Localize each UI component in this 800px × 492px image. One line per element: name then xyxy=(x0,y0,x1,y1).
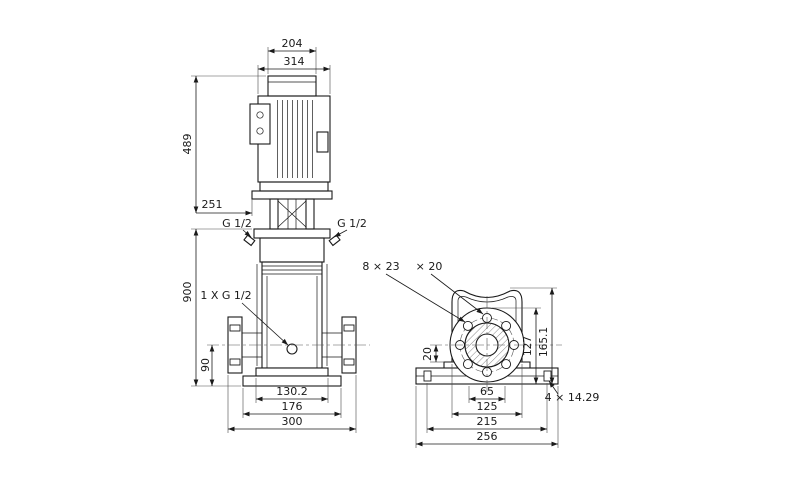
dim-314-label: 314 xyxy=(284,55,305,68)
dim-65-label: 65 xyxy=(480,385,494,398)
plug-right-label: G 1/2 xyxy=(337,217,367,230)
front-dimensions: 204 314 489 251 G 1/2 G 1/2 900 1 X G 1 xyxy=(181,37,367,433)
flange-hatch xyxy=(465,323,509,367)
foot-hole-right xyxy=(543,370,552,382)
pump-base-front xyxy=(242,367,342,387)
terminal-bolt xyxy=(256,111,264,119)
bolt-hole xyxy=(501,359,512,370)
dim-20-label: 20 xyxy=(421,347,434,361)
dim-176-label: 176 xyxy=(282,400,303,413)
staybolts xyxy=(256,264,328,366)
dim-127-label: 127 xyxy=(522,336,534,356)
dim-900-label: 900 xyxy=(181,282,194,303)
motor-fins xyxy=(274,100,314,178)
dim-165-label: 165.1 xyxy=(538,327,550,357)
dim-300-label: 300 xyxy=(282,415,303,428)
pump-head xyxy=(243,228,341,263)
drain-port xyxy=(286,343,298,355)
vent-plug-left xyxy=(243,234,256,247)
plug-left-label: G 1/2 xyxy=(222,217,252,230)
chamber-stack xyxy=(256,261,328,369)
bolt-holes-label: 8 × 23 xyxy=(362,260,399,273)
fan-cover xyxy=(267,75,317,97)
dim-125-label: 125 xyxy=(477,400,498,413)
stool-plate xyxy=(251,190,333,200)
motor-flange xyxy=(259,181,329,192)
dim-251-label: 251 xyxy=(202,198,223,211)
bolt-hole xyxy=(462,320,473,331)
foot-hole-left xyxy=(423,370,432,382)
terminal-bolt xyxy=(256,127,264,135)
dim-130-label: 130.2 xyxy=(276,385,308,398)
foot-hole-label: 4 × 14.29 xyxy=(545,391,600,404)
bolt-depth-label: × 20 xyxy=(416,260,443,273)
bolt-hole xyxy=(462,359,473,370)
nameplate xyxy=(316,131,329,153)
motor xyxy=(249,75,331,192)
motor-stool xyxy=(251,190,333,230)
terminal-box xyxy=(249,103,271,145)
dim-204-label: 204 xyxy=(282,37,303,50)
base-view: 8 × 23 × 20 20 127 165.1 65 125 xyxy=(362,260,599,448)
front-view: 204 314 489 251 G 1/2 G 1/2 900 1 X G 1 xyxy=(181,37,370,433)
base-dimensions: 8 × 23 × 20 20 127 165.1 65 125 xyxy=(362,260,599,448)
dim-489-label: 489 xyxy=(181,134,194,155)
drain-label: 1 X G 1/2 xyxy=(200,289,251,302)
coupling-guard xyxy=(277,199,307,229)
sleeve xyxy=(261,261,323,369)
bolt-hole xyxy=(501,320,512,331)
flange-left xyxy=(227,316,262,374)
vent-plug-right xyxy=(328,234,341,247)
dim-90-label: 90 xyxy=(199,358,212,372)
dim-215-label: 215 xyxy=(477,415,498,428)
dim-256-label: 256 xyxy=(477,430,498,443)
